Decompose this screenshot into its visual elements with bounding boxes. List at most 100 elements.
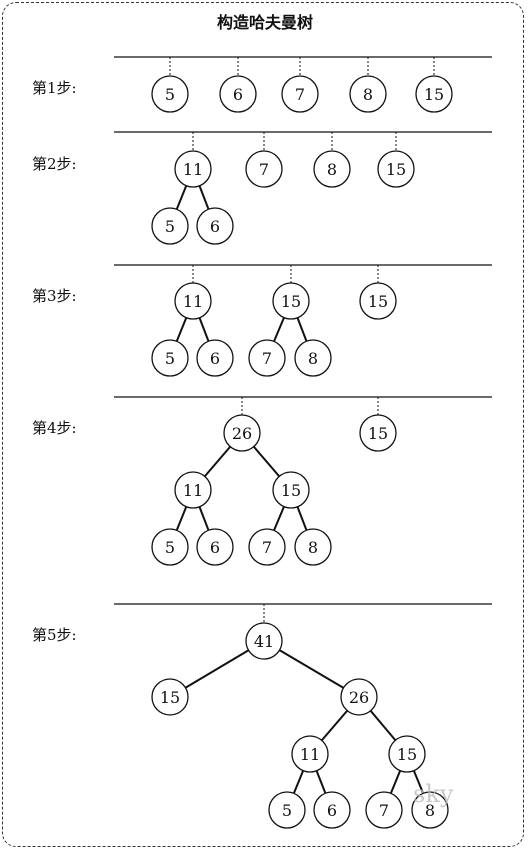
node-value: 15 <box>386 160 406 179</box>
tree-node: 26 <box>223 414 261 452</box>
step-label: 第4步: <box>32 419 77 437</box>
node-value: 6 <box>210 538 220 557</box>
tree-node: 11 <box>174 471 212 509</box>
tree-edge <box>369 710 397 741</box>
node-value: 5 <box>165 85 175 104</box>
node-circle <box>151 528 189 566</box>
tree-node: 5 <box>151 75 189 113</box>
node-value: 15 <box>281 481 301 500</box>
node-value: 7 <box>259 160 269 179</box>
node-value: 8 <box>308 538 318 557</box>
tree-edge <box>273 506 285 531</box>
node-circle <box>411 791 449 829</box>
node-value: 7 <box>262 349 272 368</box>
tree-edge <box>184 649 250 689</box>
node-value: 11 <box>300 745 320 764</box>
tree-node: 6 <box>196 528 234 566</box>
tree-node: 11 <box>174 282 212 320</box>
tree-node: 7 <box>245 150 283 188</box>
tree-edge <box>412 770 425 794</box>
node-circle <box>294 339 332 377</box>
tree-edge <box>198 185 210 210</box>
node-value: 41 <box>254 632 274 651</box>
tree-edge <box>203 445 232 478</box>
tree-node: 41 <box>245 622 283 660</box>
step-2: 第2步: 11 5 6 7 8 15 <box>32 131 492 245</box>
watermark-text: sky <box>413 780 454 808</box>
tree-node: 15 <box>377 150 415 188</box>
tree-node: 8 <box>349 75 387 113</box>
node-value: 8 <box>327 160 337 179</box>
node-circle <box>196 207 234 245</box>
tree-node: 8 <box>313 150 351 188</box>
tree-node: 6 <box>219 75 257 113</box>
tree-edge <box>198 317 210 342</box>
node-value: 15 <box>281 292 301 311</box>
tree-node: 15 <box>151 678 189 716</box>
node-circle <box>196 528 234 566</box>
tree-node: 7 <box>248 528 286 566</box>
tree-edge <box>273 317 285 342</box>
tree-node: 15 <box>272 282 310 320</box>
tree-node: 15 <box>388 735 426 773</box>
node-value: 8 <box>308 349 318 368</box>
node-value: 6 <box>233 85 243 104</box>
node-value: 8 <box>363 85 373 104</box>
tree-edge <box>292 770 305 794</box>
tree-edge <box>252 445 281 478</box>
tree-edge <box>175 317 188 342</box>
node-circle <box>377 150 415 188</box>
node-value: 15 <box>160 688 180 707</box>
node-value: 26 <box>349 688 369 707</box>
node-circle <box>365 791 403 829</box>
node-circle <box>272 282 310 320</box>
tree-node: 5 <box>268 791 306 829</box>
tree-node: 11 <box>291 735 329 773</box>
step-label: 第3步: <box>32 287 77 305</box>
tree-edge <box>320 709 349 742</box>
tree-node: 5 <box>151 207 189 245</box>
node-value: 6 <box>210 349 220 368</box>
node-value: 11 <box>183 292 203 311</box>
tree-node: 5 <box>151 339 189 377</box>
node-circle <box>359 282 397 320</box>
node-circle <box>313 791 351 829</box>
diagram-frame <box>2 2 524 847</box>
tree-edge <box>296 317 308 342</box>
tree-edge <box>175 506 188 531</box>
node-value: 7 <box>295 85 305 104</box>
tree-node: 8 <box>294 339 332 377</box>
tree-edge <box>198 506 210 531</box>
node-circle <box>174 471 212 509</box>
node-value: 5 <box>165 217 175 236</box>
node-value: 26 <box>232 424 252 443</box>
node-circle <box>151 678 189 716</box>
step-label: 第5步: <box>32 626 77 644</box>
node-circle <box>196 339 234 377</box>
node-circle <box>415 75 453 113</box>
step-label: 第2步: <box>32 155 77 173</box>
tree-node: 15 <box>415 75 453 113</box>
tree-node: 8 <box>294 528 332 566</box>
node-circle <box>245 150 283 188</box>
node-circle <box>151 339 189 377</box>
tree-node: 26 <box>340 678 378 716</box>
tree-node: 6 <box>196 207 234 245</box>
node-value: 11 <box>183 481 203 500</box>
tree-node: 5 <box>151 528 189 566</box>
node-value: 11 <box>183 160 203 179</box>
tree-edge <box>315 770 327 794</box>
node-value: 5 <box>165 538 175 557</box>
node-value: 6 <box>327 801 337 820</box>
node-circle <box>359 414 397 452</box>
tree-node: 11 <box>174 150 212 188</box>
node-value: 5 <box>282 801 292 820</box>
node-circle <box>248 528 286 566</box>
node-circle <box>294 528 332 566</box>
node-value: 15 <box>397 745 417 764</box>
node-circle <box>219 75 257 113</box>
